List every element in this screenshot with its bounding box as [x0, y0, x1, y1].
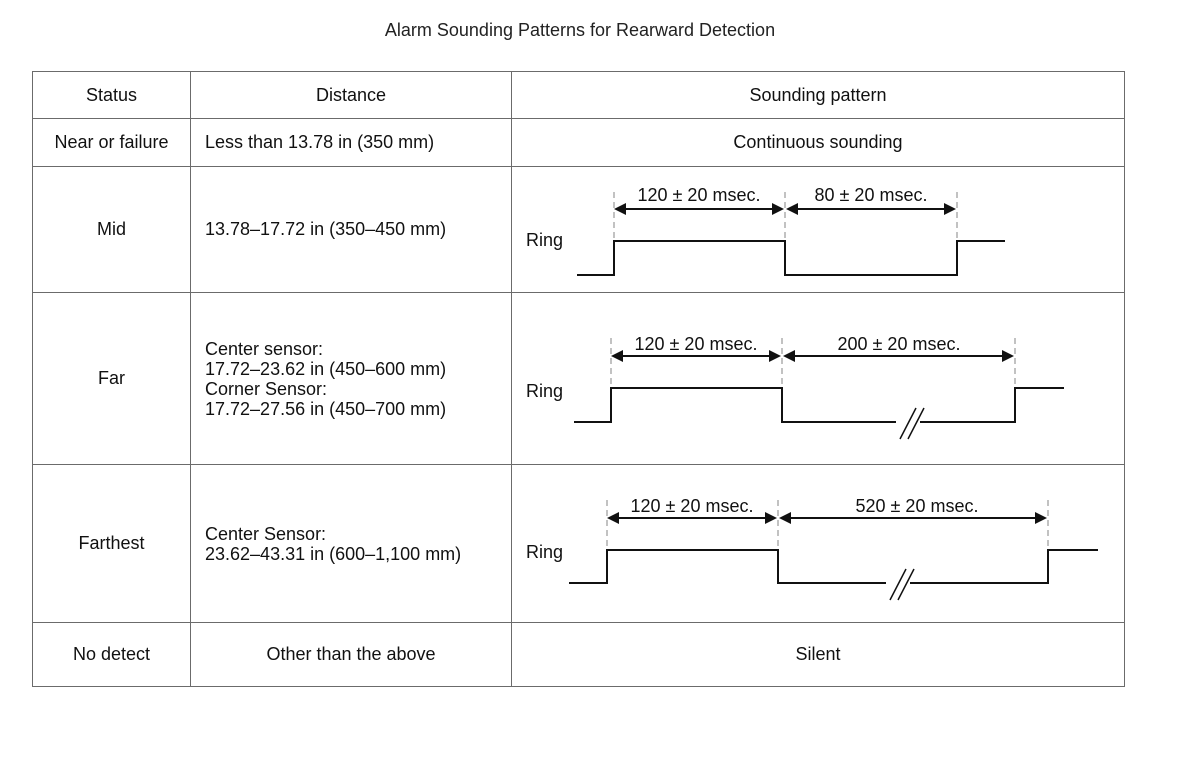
ring-waveform — [577, 239, 1005, 276]
distance-cell: Center sensor: 17.72–23.62 in (450–600 m… — [190, 292, 512, 465]
off-duration-arrow — [783, 349, 1014, 362]
distance-cell: Center Sensor: 23.62–43.31 in (600–1,100… — [190, 464, 512, 623]
distance-line: Center Sensor: — [205, 523, 327, 544]
header-pattern: Sounding pattern — [511, 71, 1125, 119]
distance-cell: 13.78–17.72 in (350–450 mm) — [190, 166, 512, 293]
table-row: Farthest Center Sensor: 23.62–43.31 in (… — [32, 464, 1125, 623]
status-cell: Farthest — [32, 464, 191, 623]
off-duration-arrow — [779, 511, 1047, 524]
farthest-timing-diagram: Ring 120 ± 20 msec. 520 ± 20 msec. — [526, 496, 1098, 600]
off-duration-label: 80 ± 20 msec. — [815, 185, 928, 205]
table-row: Far Center sensor: 17.72–23.62 in (450–6… — [32, 292, 1125, 465]
pattern-cell: Continuous sounding — [511, 118, 1125, 167]
pattern-cell: Ring 120 ± 20 msec. 200 ± 20 msec. — [511, 292, 1125, 465]
on-duration-label: 120 ± 20 msec. — [638, 185, 761, 205]
status-cell: Near or failure — [32, 118, 191, 167]
ring-waveform — [574, 386, 1064, 423]
header-distance: Distance — [190, 71, 512, 119]
status-cell: Far — [32, 292, 191, 465]
header-row: Status Distance Sounding pattern — [32, 71, 1125, 119]
off-duration-label: 520 ± 20 msec. — [856, 496, 979, 516]
pattern-cell: Ring 120 ± 20 msec. 520 ± 20 msec. — [511, 464, 1125, 623]
ring-label: Ring — [526, 381, 563, 401]
status-cell: No detect — [32, 622, 191, 687]
distance-line: Center sensor: — [205, 338, 324, 359]
distance-line: 17.72–23.62 in (450–600 mm) — [205, 358, 447, 379]
page-title: Alarm Sounding Patterns for Rearward Det… — [384, 20, 776, 40]
ring-label: Ring — [526, 542, 563, 562]
ring-label: Ring — [526, 230, 563, 250]
far-timing-diagram: Ring 120 ± 20 msec. 200 ± 20 msec. — [526, 334, 1064, 439]
pattern-cell: Silent — [511, 622, 1125, 687]
sounding-pattern-table: Status Distance Sounding pattern Near or… — [32, 71, 1125, 687]
off-duration-arrow — [786, 202, 956, 215]
ring-waveform — [569, 548, 1098, 584]
distance-cell: Other than the above — [190, 622, 512, 687]
break-mark — [896, 407, 925, 439]
pattern-cell: Ring 120 ± 20 msec. 80 ± 20 msec. — [511, 166, 1125, 293]
break-mark — [886, 568, 915, 600]
header-status: Status — [32, 71, 191, 119]
off-duration-label: 200 ± 20 msec. — [838, 334, 961, 354]
table-row: Near or failure Less than 13.78 in (350 … — [32, 118, 1125, 167]
mid-timing-diagram: Ring 120 ± 20 msec. 80 ± 20 msec. — [526, 185, 1005, 276]
status-cell: Mid — [32, 166, 191, 293]
on-duration-arrow — [611, 349, 781, 362]
distance-line: 17.72–27.56 in (450–700 mm) — [205, 398, 447, 419]
on-duration-arrow — [607, 511, 777, 524]
table-row: Mid 13.78–17.72 in (350–450 mm) Ring 120… — [32, 166, 1125, 293]
on-duration-arrow — [614, 202, 784, 215]
distance-cell: Less than 13.78 in (350 mm) — [190, 118, 512, 167]
table-row: No detect Other than the above Silent — [32, 622, 1125, 687]
distance-line: 23.62–43.31 in (600–1,100 mm) — [205, 543, 462, 564]
on-duration-label: 120 ± 20 msec. — [631, 496, 754, 516]
distance-line: Corner Sensor: — [205, 378, 328, 399]
on-duration-label: 120 ± 20 msec. — [635, 334, 758, 354]
